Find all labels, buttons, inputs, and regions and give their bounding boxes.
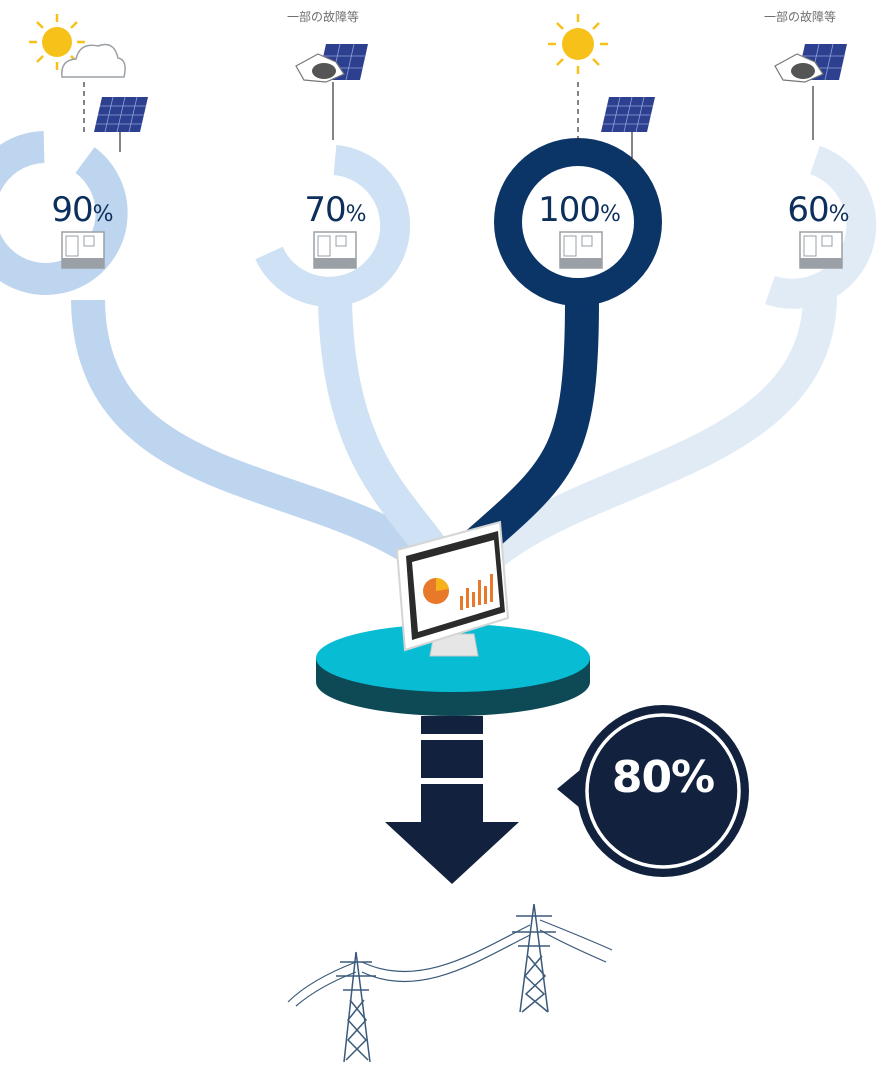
monitor-icon	[395, 520, 510, 657]
transmission-tower-icon	[336, 951, 376, 1063]
pcs-cabinet-icon	[61, 231, 105, 269]
pcs-cabinet-icon	[559, 231, 603, 269]
percent-label-unit-3: 100%	[504, 190, 654, 230]
damaged-panel-icon	[774, 43, 847, 83]
fault-label-unit-4: 一部の故障等	[764, 10, 837, 24]
result-bubble	[557, 705, 749, 877]
percent-value: 100	[538, 190, 601, 230]
percent-value: 90	[51, 190, 93, 230]
flow-band-unit-2	[318, 299, 455, 570]
damaged-panel-icon	[295, 43, 368, 83]
solar-panel-icon	[601, 96, 655, 133]
percent-label-unit-2: 70%	[260, 190, 410, 230]
ring-unit-3	[494, 138, 662, 306]
cloud-icon	[61, 43, 126, 78]
transmission-tower-icon	[287, 919, 613, 1007]
percent-value: 60	[787, 190, 829, 230]
percent-sign: %	[600, 202, 621, 227]
ring-unit-2	[255, 145, 411, 307]
bar-chart-icon	[460, 574, 493, 610]
flow-band-unit-4	[457, 294, 837, 587]
percent-label-unit-1: 90%	[7, 190, 157, 230]
down-arrow-icon	[385, 716, 519, 884]
fault-label-unit-2: 一部の故障等	[287, 10, 360, 24]
ring-unit-1	[0, 131, 128, 295]
result-percent: 80%	[611, 752, 715, 803]
pie-chart-icon	[423, 577, 449, 604]
flow-band-unit-3	[458, 299, 599, 563]
percent-value: 70	[304, 190, 346, 230]
ring-unit-4	[765, 145, 877, 309]
platform	[316, 624, 590, 716]
solar-panel-icon	[94, 96, 148, 133]
flow-band-unit-1	[71, 299, 452, 583]
pcs-cabinet-icon	[799, 231, 843, 269]
pcs-cabinet-icon	[313, 231, 357, 269]
transmission-tower-icon	[512, 903, 556, 1013]
percent-sign: %	[92, 202, 114, 227]
percent-sign: %	[828, 202, 850, 227]
sun-icon	[548, 14, 608, 74]
percent-sign: %	[345, 202, 367, 227]
percent-label-unit-4: 60%	[743, 190, 893, 230]
